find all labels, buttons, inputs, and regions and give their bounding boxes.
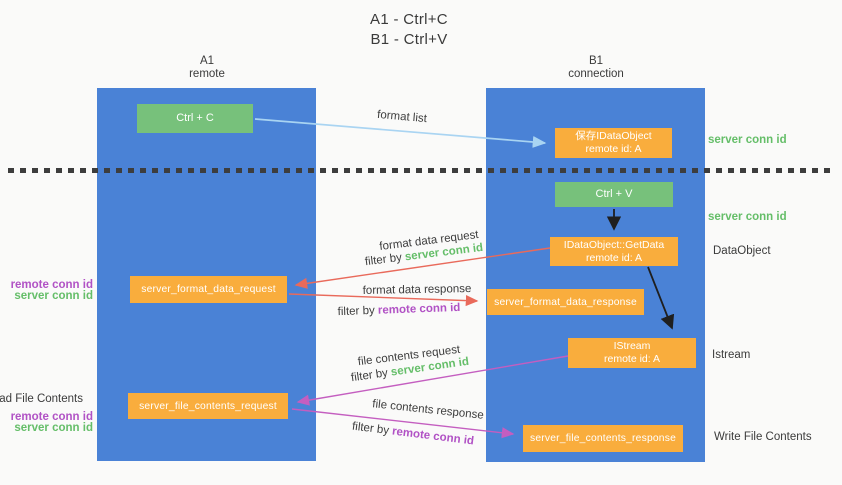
flow-label-filter-by-remote-conn-id-2: filter by remote conn id [351, 421, 474, 448]
node-getdata-line1: IDataObject::GetData [563, 238, 665, 251]
remote-conn-id-accent: remote conn id [391, 425, 475, 448]
lane-header-b1: B1 connection [568, 55, 624, 81]
node-istream: IStream remote id: A [568, 338, 696, 368]
node-format-request-label: server_format_data_request [141, 284, 276, 295]
lane-a1-role: remote [189, 68, 225, 80]
node-server-file-contents-response: server_file_contents_response [523, 425, 683, 452]
side-label-server-conn-id-left2: server conn id [14, 422, 93, 434]
node-file-response-label: server_file_contents_response [529, 433, 677, 444]
node-server-format-data-request: server_format_data_request [130, 276, 287, 303]
side-label-server-conn-id-top: server conn id [708, 134, 787, 146]
side-label-dataobject: DataObject [713, 245, 771, 257]
filter-by-prefix: filter by [337, 304, 379, 319]
node-ctrl-c: Ctrl + C [137, 104, 253, 133]
node-file-request-label: server_file_contents_request [139, 400, 277, 412]
flow-label-format-data-response: format data response [362, 283, 472, 297]
side-label-remote-conn-id-left2: remote conn id [10, 411, 93, 423]
flow-label-file-contents-response: file contents response [371, 398, 485, 422]
flow-label-filter-by-remote-conn-id-1: filter by remote conn id [337, 302, 460, 318]
node-getdata-line2: remote id: A [585, 251, 643, 264]
session-divider-dotted-line [8, 168, 836, 173]
node-save-idataobject: 保存IDataObject remote id: A [555, 128, 672, 158]
node-server-file-contents-request: server_file_contents_request [128, 393, 288, 419]
node-save-idataobject-line1: 保存IDataObject [575, 130, 652, 142]
diagram-title-line1: A1 - Ctrl+C [370, 11, 448, 28]
lane-b1-role: connection [568, 68, 624, 80]
remote-conn-id-accent: remote conn id [377, 301, 461, 317]
diagram-title: A1 - Ctrl+C B1 - Ctrl+V [370, 10, 448, 50]
filter-by-prefix: filter by [350, 366, 392, 385]
side-label-istream: Istream [712, 349, 751, 361]
node-istream-line2: remote id: A [603, 353, 661, 365]
lane-b1-name: B1 [588, 55, 604, 67]
side-label-read-file-contents: Read File Contents [0, 393, 83, 405]
side-label-server-conn-id-mid: server conn id [708, 211, 787, 223]
side-label-server-conn-id-left1: server conn id [14, 290, 93, 302]
flow-label-format-list: format list [376, 108, 428, 126]
node-ctrl-v: Ctrl + V [555, 182, 673, 207]
node-server-format-data-response: server_format_data_response [487, 289, 644, 315]
diagram-title-line2: B1 - Ctrl+V [370, 31, 448, 48]
filter-by-prefix: filter by [351, 420, 393, 438]
filter-by-prefix: filter by [364, 251, 406, 269]
lane-a1-name: A1 [199, 55, 215, 67]
lane-header-a1: A1 remote [189, 55, 225, 81]
side-label-remote-conn-id-left1: remote conn id [10, 279, 93, 291]
node-istream-line1: IStream [613, 340, 651, 352]
node-ctrl-c-label: Ctrl + C [176, 112, 214, 124]
node-ctrl-v-label: Ctrl + V [595, 188, 633, 200]
side-label-write-file-contents: Write File Contents [714, 431, 812, 443]
node-format-response-label: server_format_data_response [494, 296, 637, 308]
node-idataobject-getdata: IDataObject::GetData remote id: A [550, 237, 678, 266]
node-save-idataobject-line2: remote id: A [585, 143, 642, 155]
